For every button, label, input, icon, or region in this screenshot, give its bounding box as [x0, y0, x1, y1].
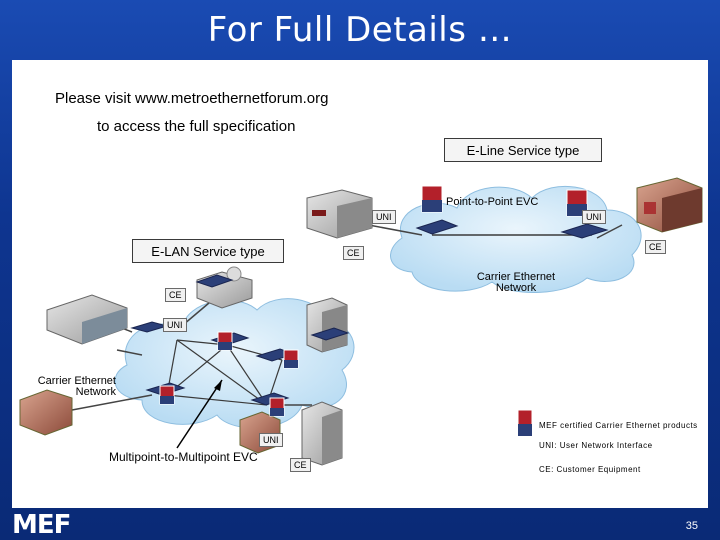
eline-uni-left: UNI — [372, 210, 396, 224]
building-datacenter — [196, 266, 253, 309]
visit-text: Please visit www.metroethernetforum.org — [55, 90, 329, 107]
building-warehouse — [46, 294, 128, 345]
elan-service-label: E-LAN Service type — [132, 239, 284, 263]
eline-service-label: E-Line Service type — [444, 138, 602, 162]
building-eline-right — [636, 177, 703, 233]
slide-title: For Full Details … — [207, 10, 513, 50]
eline-ce-left: CE — [343, 246, 364, 260]
eline-ce-right: CE — [645, 240, 666, 254]
eline-uni-right: UNI — [582, 210, 606, 224]
elan-network-label: Carrier Ethernet Network — [37, 375, 116, 398]
legend-mef-products: MEF certified Carrier Ethernet products — [539, 421, 698, 430]
mef-badges — [159, 185, 588, 437]
evc-arrow — [176, 379, 223, 449]
mef-logo: MEF — [12, 510, 71, 540]
building-left-red — [19, 389, 73, 436]
access-text: to access the full specification — [97, 118, 296, 135]
network-diagram — [19, 177, 703, 466]
elan-ce-top: CE — [165, 288, 186, 302]
building-eline-left — [306, 189, 373, 239]
elan-uni-bottom: UNI — [259, 433, 283, 447]
elan-evc-label: Multipoint-to-Multipoint EVC — [109, 450, 258, 464]
elan-ce-bottom: CE — [290, 458, 311, 472]
building-tower-bottom — [301, 401, 343, 466]
legend-uni: UNI: User Network Interface — [539, 441, 653, 450]
content-area — [12, 60, 708, 508]
title-bar: For Full Details … — [0, 0, 720, 60]
building-tower-top — [306, 297, 348, 353]
eline-network-label: Carrier Ethernet Network — [476, 271, 556, 294]
eline-evc-label: Point-to-Point EVC — [446, 196, 539, 208]
elan-uni-top: UNI — [163, 318, 187, 332]
legend-ce: CE: Customer Equipment — [539, 465, 641, 474]
page-number: 35 — [685, 520, 698, 532]
